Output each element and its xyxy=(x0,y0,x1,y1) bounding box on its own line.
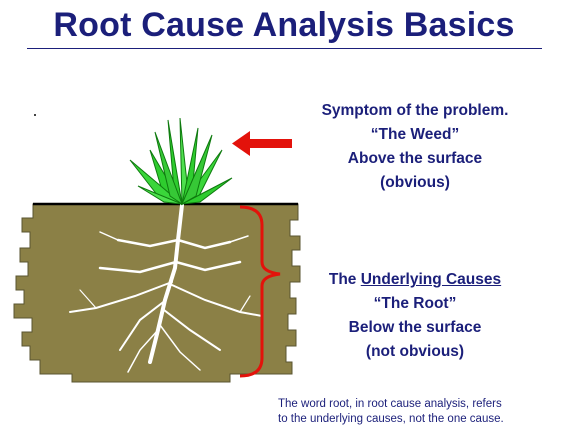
footnote-line-2: to the underlying causes, not the one ca… xyxy=(278,413,504,425)
causes-label: The Underlying Causes “The Root” Below t… xyxy=(290,268,540,364)
causes-line-4: (not obvious) xyxy=(365,343,465,360)
weed xyxy=(129,117,233,206)
footnote-line-1: The word root, in root cause analysis, r… xyxy=(278,398,502,410)
stray-dot xyxy=(34,114,36,116)
symptom-line-1: Symptom of the problem. xyxy=(321,102,509,119)
footnote: The word root, in root cause analysis, r… xyxy=(278,397,563,427)
symptom-line-2: “The Weed” xyxy=(370,126,460,143)
causes-underlined: Underlying Causes xyxy=(360,271,502,288)
causes-prefix: The xyxy=(328,271,361,288)
arrow xyxy=(232,131,292,156)
symptom-line-4: (obvious) xyxy=(380,174,450,191)
symptom-label: Symptom of the problem. “The Weed” Above… xyxy=(290,99,540,195)
roots xyxy=(69,203,263,373)
soil xyxy=(13,203,301,383)
causes-line-3: Below the surface xyxy=(348,319,482,336)
symptom-line-3: Above the surface xyxy=(347,150,483,167)
title-underline xyxy=(27,48,542,49)
causes-line-2: “The Root” xyxy=(373,295,457,312)
root-bracket xyxy=(239,205,281,378)
causes-line-1: The Underlying Causes xyxy=(290,268,540,292)
page-title: Root Cause Analysis Basics xyxy=(53,6,515,44)
